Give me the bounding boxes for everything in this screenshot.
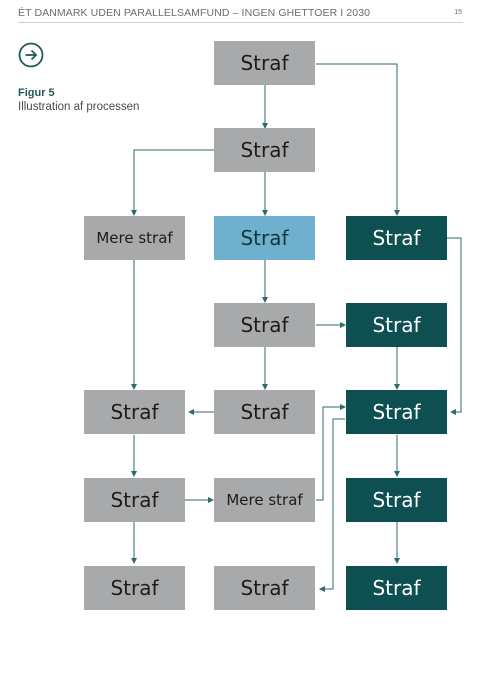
process-box: Straf	[84, 478, 185, 522]
box-label: Straf	[240, 313, 289, 337]
process-box-teal: Straf	[346, 303, 447, 347]
process-box-teal: Straf	[346, 390, 447, 434]
process-box: Straf	[214, 390, 315, 434]
box-label: Straf	[110, 400, 159, 424]
header-title: ÉT DANMARK UDEN PARALLELSAMFUND – INGEN …	[18, 7, 371, 19]
figure-caption: Illustration af processen	[18, 101, 140, 113]
connector	[316, 63, 400, 216]
process-box-mere: Mere straf	[84, 216, 185, 260]
box-label: Straf	[240, 400, 289, 424]
box-label: Straf	[110, 576, 159, 600]
process-box-highlight: Straf	[214, 216, 315, 260]
box-label: Straf	[240, 138, 289, 162]
header-divider	[18, 22, 463, 23]
box-label: Mere straf	[96, 229, 173, 247]
box-label: Straf	[372, 576, 421, 600]
connector	[316, 404, 346, 501]
connector	[447, 237, 462, 415]
page-number: 15	[454, 9, 462, 16]
process-box: Straf	[214, 303, 315, 347]
arrow-right-circle-icon	[18, 42, 44, 68]
box-label: Straf	[372, 313, 421, 337]
box-label: Straf	[240, 576, 289, 600]
process-box: Straf	[214, 566, 315, 610]
process-box-teal: Straf	[346, 566, 447, 610]
process-box: Straf	[84, 566, 185, 610]
connector	[131, 149, 214, 216]
box-label: Straf	[240, 226, 289, 250]
process-box-teal: Straf	[346, 478, 447, 522]
box-label: Mere straf	[226, 491, 303, 509]
process-box-mere: Mere straf	[214, 478, 315, 522]
box-label: Straf	[372, 400, 421, 424]
process-box: Straf	[214, 41, 315, 85]
box-label: Straf	[110, 488, 159, 512]
figure-label: Figur 5	[18, 87, 55, 99]
process-box: Straf	[214, 128, 315, 172]
connector	[319, 418, 345, 592]
process-box-teal: Straf	[346, 216, 447, 260]
box-label: Straf	[372, 226, 421, 250]
box-label: Straf	[240, 51, 289, 75]
process-box: Straf	[84, 390, 185, 434]
box-label: Straf	[372, 488, 421, 512]
